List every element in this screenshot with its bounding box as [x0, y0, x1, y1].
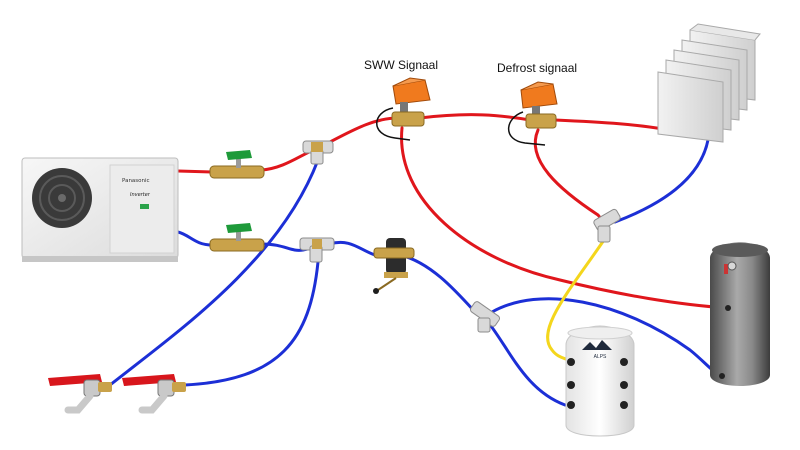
bypass-pipes [546, 238, 606, 362]
buffer-tank: ALPS [565, 325, 635, 437]
actuator-icon [392, 79, 431, 105]
mountain-logo-icon [582, 340, 612, 350]
valve-handle-icon[interactable] [226, 150, 252, 160]
tank-port [567, 401, 575, 409]
return-pipe-tap-left [108, 158, 320, 387]
sww-signal-label: SWW Signaal [364, 58, 439, 72]
tee-nut [312, 239, 322, 249]
sww-valve-actuator[interactable] [376, 77, 431, 141]
tank-top [567, 326, 633, 340]
supply-pipe-to-defrost-valve [418, 113, 532, 122]
tank-indicator [724, 264, 728, 274]
tee-fitting-lower [299, 237, 335, 263]
return-pipe-filter-to-tee [398, 253, 477, 314]
tee-branch [310, 149, 324, 165]
radiator-icon [657, 23, 761, 143]
filter-connection [373, 247, 415, 259]
tap-spout [138, 392, 168, 414]
supply-pipe-defrost-to-tee [533, 128, 604, 222]
tee-fitting-tank [469, 301, 501, 333]
tank-port-upper [725, 305, 731, 311]
dhw-tank [710, 242, 770, 386]
tap-spout [64, 392, 94, 414]
fan-grille-ring [39, 175, 85, 221]
actuator-stem [532, 106, 540, 116]
actuator-top [392, 77, 426, 87]
supply-pipe-to-dhw-tank [400, 126, 730, 310]
tee-nut [311, 142, 323, 152]
actuator-cable [508, 111, 546, 146]
tank-icon [565, 325, 635, 437]
ball-valve-stem [236, 229, 241, 241]
three-way-valve-body [525, 113, 557, 129]
actuator-top [520, 81, 554, 91]
buffer-tank-brand: ALPS [594, 354, 607, 360]
tank-icon [710, 242, 770, 386]
defrost-valve-actuator[interactable] [508, 81, 558, 146]
return-pipe-tap-right [183, 260, 320, 387]
defrost-signal-label: Defrost signaal [497, 61, 578, 75]
tank-port-lower [719, 373, 725, 379]
bypass-pipe-yellow [546, 238, 606, 362]
heat-pump-base [22, 256, 178, 262]
return-pipe-radiator [613, 138, 710, 224]
heat-pump-badge [140, 204, 149, 209]
tap-connection [172, 382, 186, 392]
tee-body [593, 208, 621, 232]
tap-connection [98, 382, 112, 392]
supply-pipe-hp-to-valve [176, 169, 214, 174]
dirt-filter [373, 238, 415, 294]
valve-handle-icon[interactable] [226, 223, 252, 233]
return-pipe-hp-to-valve [176, 230, 214, 247]
tank-port [620, 401, 628, 409]
ball-valve-return[interactable] [209, 223, 265, 252]
tank-port [567, 358, 575, 366]
tee-fitting-upper [302, 140, 334, 165]
heat-pump: Panasonic Inverter [21, 157, 179, 262]
drain-tap-left[interactable] [48, 374, 112, 414]
tank-lid [712, 243, 768, 257]
fan-grille-ring-inner [48, 184, 76, 212]
return-pipe-tank-loop [490, 297, 724, 378]
actuator-stem [400, 102, 408, 114]
filter-drain [377, 277, 397, 291]
heat-pump-brand: Panasonic [122, 178, 150, 184]
return-pipe-tee-to-buffer [486, 320, 567, 407]
fan-hub [58, 194, 66, 202]
supply-pipes [176, 113, 730, 310]
tee-branch [477, 317, 491, 333]
actuator-cable [376, 107, 411, 141]
tank-port [620, 358, 628, 366]
tee-branch [597, 225, 611, 243]
tee-fitting-radiator [593, 208, 621, 243]
ball-valve-supply[interactable] [209, 150, 265, 179]
three-way-valve-body [391, 111, 425, 127]
filter-drain-cap [373, 288, 379, 294]
drain-tap-right[interactable] [122, 374, 186, 414]
ball-valve-stem [236, 156, 241, 168]
return-pipes [108, 138, 724, 407]
filter-bottom [384, 272, 408, 278]
tank-port [567, 381, 575, 389]
radiator [657, 23, 761, 143]
tank-gauge [727, 261, 737, 271]
heat-pump-series: Inverter [130, 192, 151, 198]
tank-port [620, 381, 628, 389]
